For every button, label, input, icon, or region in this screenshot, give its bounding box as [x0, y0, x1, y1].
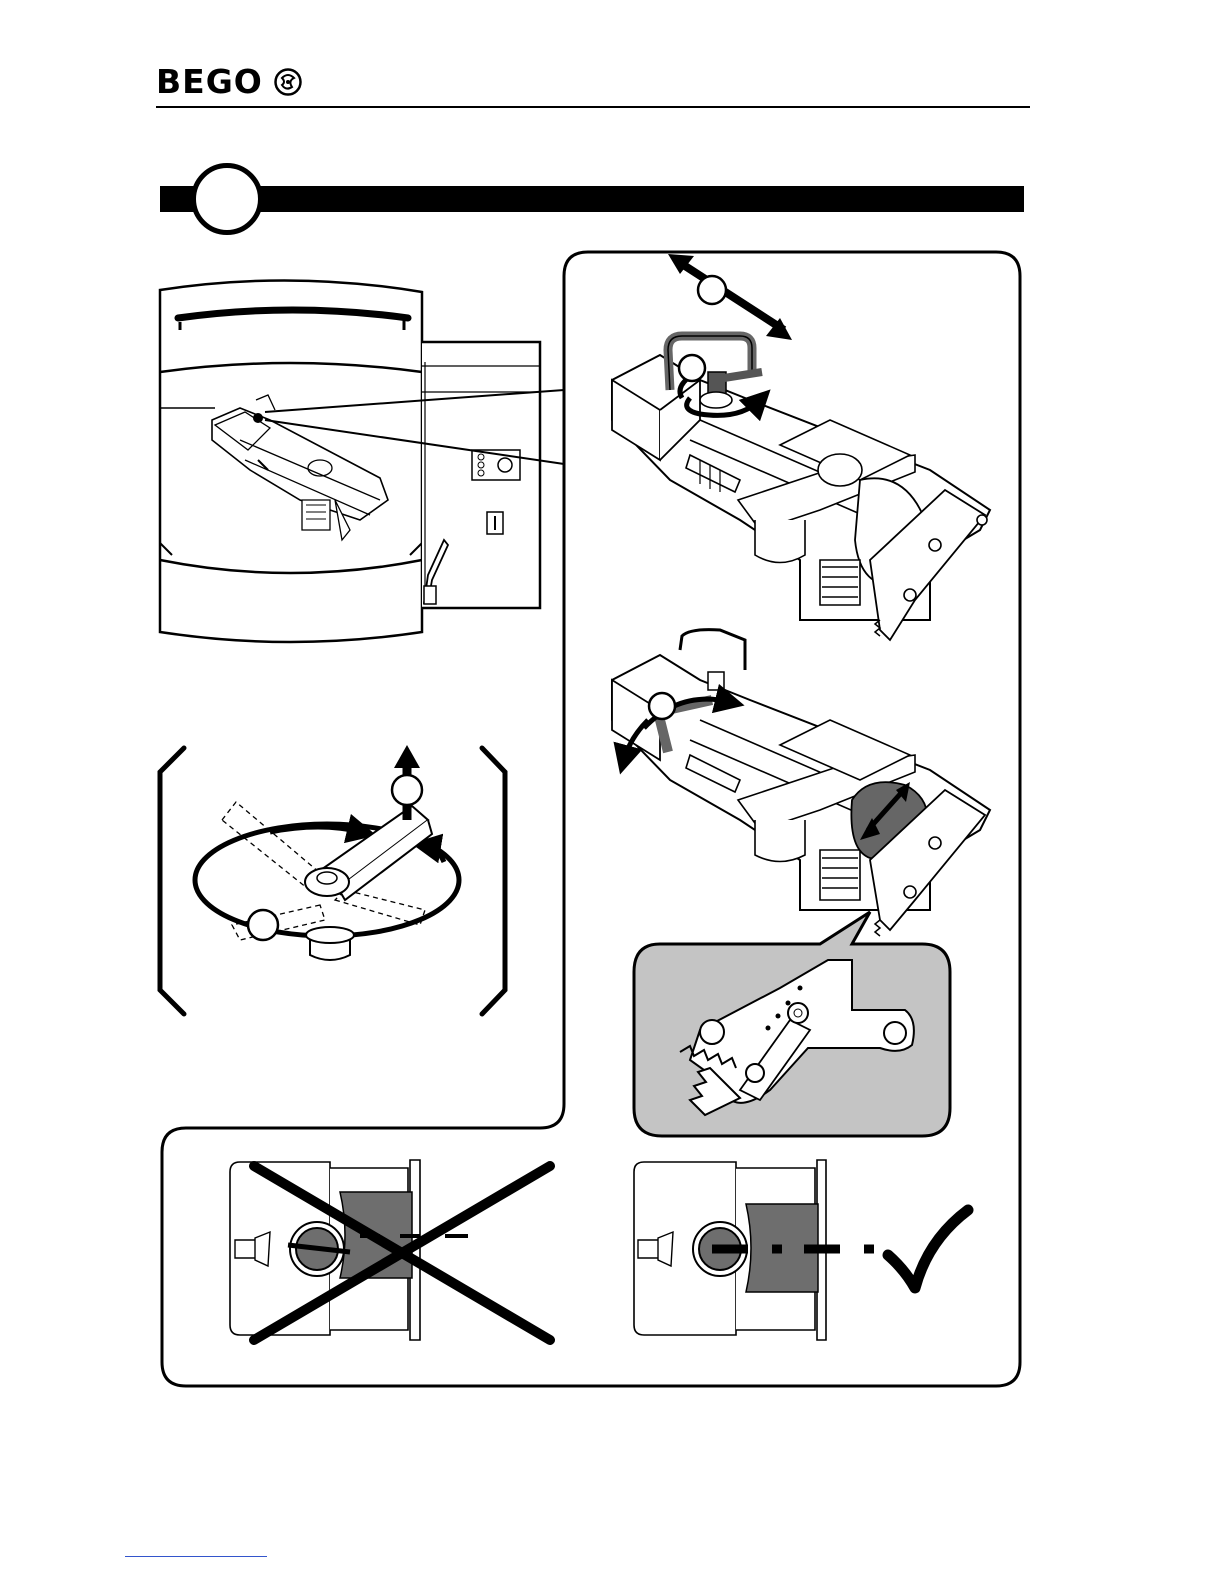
- clamp-lever-swing-illustration: [612, 630, 990, 936]
- incorrect-alignment-illustration: [230, 1160, 550, 1340]
- ratchet-detail-callout: [634, 912, 950, 1136]
- footer-link-underline: [125, 1556, 267, 1557]
- machine-front-view-illustration: [160, 280, 564, 642]
- correct-alignment-illustration: [634, 1160, 968, 1340]
- check-mark-icon: [888, 1210, 968, 1288]
- clamp-handle-adjust-illustration: [612, 254, 990, 640]
- handle-rotation-illustration: [160, 745, 505, 1014]
